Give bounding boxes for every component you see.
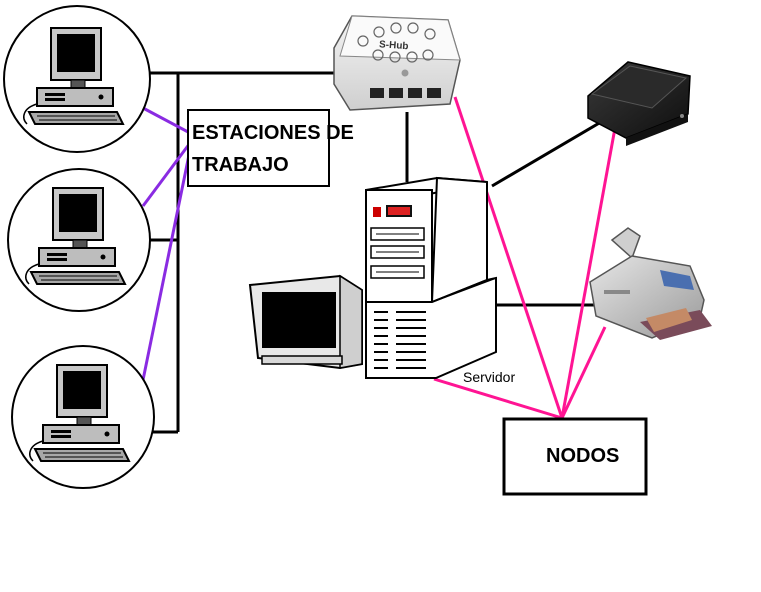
scanner-icon[interactable] — [587, 61, 691, 146]
nodes-label: NODOS — [546, 445, 619, 467]
hub-label: S-Hub — [379, 39, 409, 52]
server-label: Servidor — [463, 369, 515, 385]
server-scanner-link — [491, 110, 619, 188]
workstation-1[interactable] — [3, 5, 151, 153]
server-tower-icon[interactable] — [365, 176, 497, 379]
workstation-3[interactable] — [11, 345, 155, 489]
node-links — [433, 96, 617, 420]
printer-icon[interactable] — [589, 227, 712, 340]
backbone-links — [146, 71, 619, 434]
workstation-2[interactable] — [7, 168, 151, 312]
nodes-label-box: NODOS — [502, 417, 648, 496]
crt-monitor-icon — [248, 274, 363, 370]
workstation-links — [141, 106, 192, 381]
workstations-label-box: ESTACIONES DE TRABAJO — [187, 109, 354, 187]
hub-icon[interactable]: S-Hub — [333, 15, 461, 111]
workstations-label-line2: TRABAJO — [192, 154, 289, 176]
workstations-label-line1: ESTACIONES DE — [192, 122, 354, 144]
